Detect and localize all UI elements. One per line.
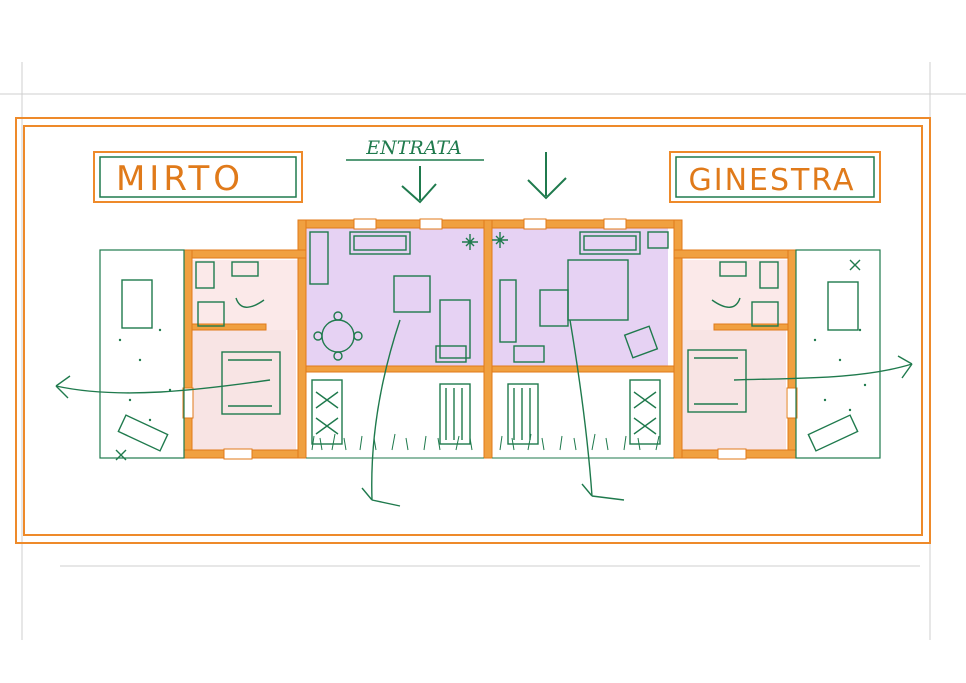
counter bbox=[309, 231, 329, 285]
entrance-arrow-icon bbox=[401, 166, 437, 204]
room-fills bbox=[186, 228, 794, 450]
left-name-plate: MIRTO bbox=[93, 151, 303, 203]
right-unit-name: GINESTRA bbox=[688, 163, 855, 198]
entrance-label-box: ENTRATA bbox=[346, 137, 484, 161]
entrance-arrow-icon bbox=[527, 152, 567, 200]
left-patio bbox=[99, 249, 185, 459]
exit-arrow-icon bbox=[897, 355, 913, 379]
plant-icon bbox=[462, 234, 478, 250]
right-patio bbox=[795, 249, 881, 459]
right-name-plate: GINESTRA bbox=[669, 151, 881, 203]
windows bbox=[182, 218, 798, 460]
outer-frame bbox=[15, 117, 931, 544]
plant-icon bbox=[115, 449, 127, 461]
bed-icon bbox=[221, 351, 281, 415]
left-unit-name: MIRTO bbox=[116, 159, 244, 199]
entrance-label: ENTRATA bbox=[365, 137, 462, 159]
plant-icon bbox=[849, 259, 861, 271]
bed-icon bbox=[439, 383, 471, 445]
bed-icon bbox=[507, 383, 539, 445]
exit-arrow-icon bbox=[581, 483, 625, 501]
sofa-icon bbox=[349, 231, 411, 255]
garden-grass bbox=[306, 433, 674, 459]
furniture bbox=[115, 231, 861, 461]
exit-arrow-icon bbox=[55, 375, 71, 399]
exit-arrow-icon bbox=[361, 487, 401, 507]
armchair-icon bbox=[623, 325, 659, 359]
table-icon bbox=[313, 311, 363, 361]
bed-icon bbox=[687, 349, 747, 413]
sun-lounger-icon bbox=[807, 414, 859, 452]
bed-icon bbox=[629, 379, 661, 445]
plant-icon bbox=[492, 232, 508, 248]
circulation-arrows bbox=[55, 297, 913, 507]
patio-dots bbox=[118, 328, 867, 422]
sun-lounger-icon bbox=[117, 414, 169, 452]
sofa-icon bbox=[579, 231, 641, 255]
bed-icon bbox=[311, 379, 343, 445]
